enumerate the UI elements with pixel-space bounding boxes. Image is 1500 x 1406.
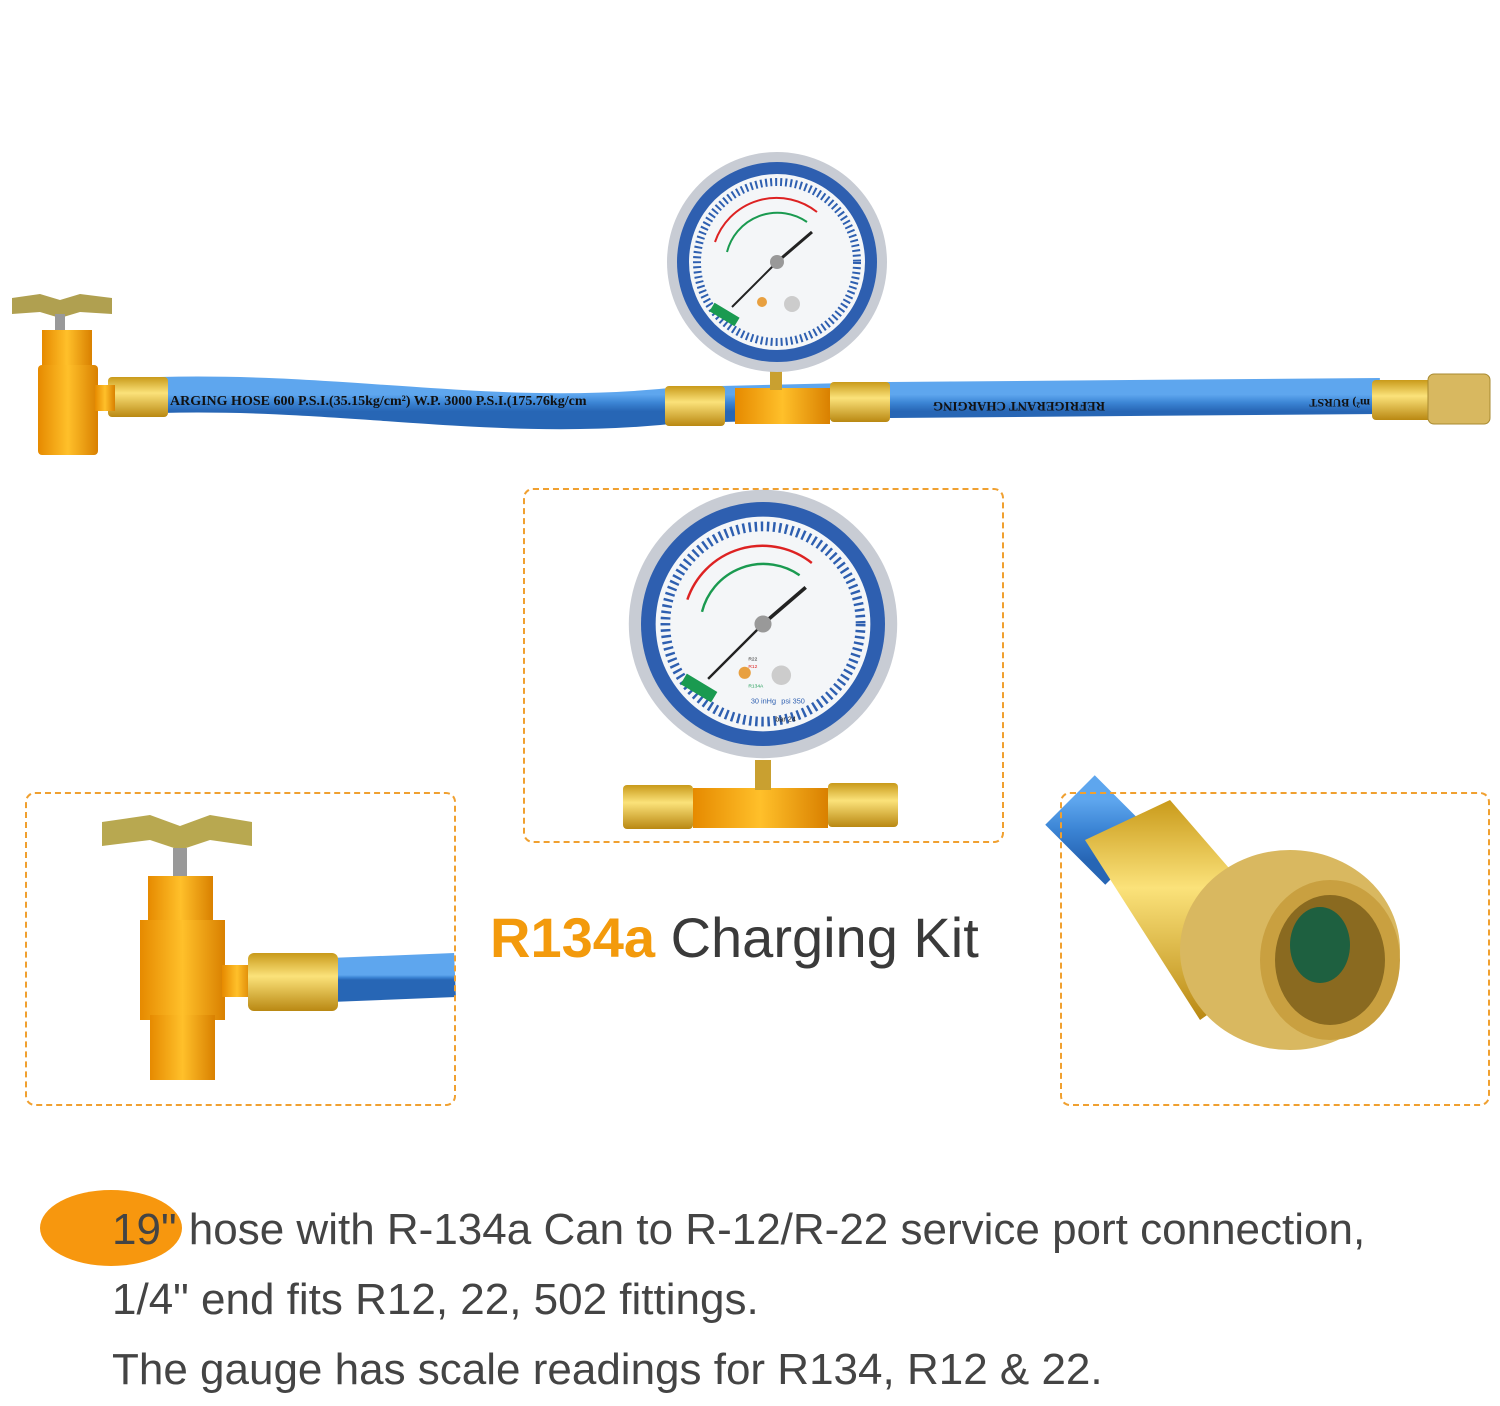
gauge-top	[667, 152, 887, 372]
gauge-r134a-label: R134A	[748, 683, 764, 689]
description-line-3: The gauge has scale readings for R134, R…	[112, 1345, 1103, 1394]
gauge-bar-label: bar 24	[775, 715, 796, 724]
valve-detail-frame	[25, 792, 456, 1106]
title-highlight: R134a	[490, 906, 656, 969]
length-badge: 19"	[112, 1205, 177, 1254]
fitting-closeup	[1045, 775, 1400, 1050]
hose-print-right: REFRIGERANT CHARGING	[933, 399, 1105, 414]
description-line-1: 19" hose with R-134a Can to R-12/R-22 se…	[112, 1205, 1365, 1255]
description-line-2: 1/4" end fits R12, 22, 502 fittings.	[112, 1275, 759, 1324]
gauge-closeup: 30 inHg psi 350 bar 24 R22 R12 R134A	[525, 490, 1003, 829]
main-hose-assembly: ARGING HOSE 600 P.S.I.(35.15kg/cm²) W.P.…	[12, 152, 1491, 455]
gauge-r22-label: R22	[748, 657, 757, 663]
length-badge-bg	[40, 1190, 182, 1266]
description-line-1-text: hose with R-134a Can to R-12/R-22 servic…	[188, 1205, 1366, 1254]
can-tap-valve	[12, 294, 115, 455]
product-title: R134a Charging Kit	[490, 905, 979, 970]
fitting-detail-frame	[1060, 792, 1490, 1106]
gauge-inhg-label: 30 inHg	[751, 696, 776, 705]
hose-print-left: ARGING HOSE 600 P.S.I.(35.15kg/cm²) W.P.…	[170, 394, 587, 409]
gauge-r12-label: R12	[748, 664, 757, 670]
valve-closeup	[102, 815, 456, 1080]
gauge-psi-label: psi 350	[781, 696, 805, 705]
gauge-detail-frame	[523, 488, 1004, 843]
hose-print-end: m²) BURST	[1309, 396, 1370, 410]
title-rest: Charging Kit	[670, 906, 979, 969]
